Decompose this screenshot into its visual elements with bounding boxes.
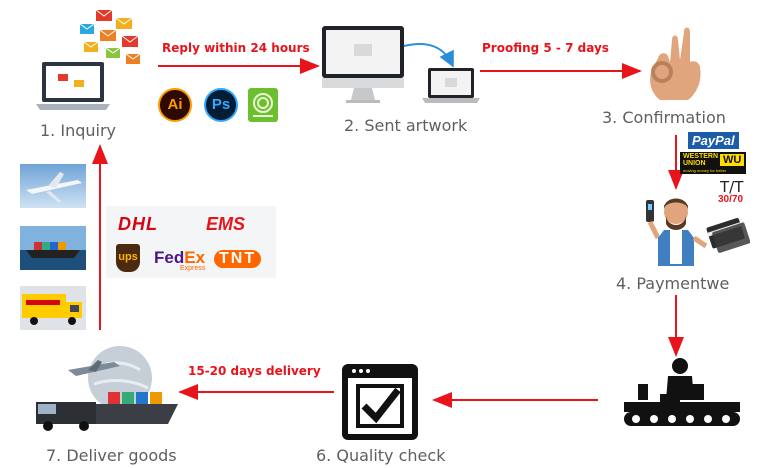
coreldraw-logo — [248, 88, 278, 122]
wu-tagline: moving money for better — [683, 168, 727, 173]
deliver-goods-icon — [36, 346, 178, 431]
step-label-confirmation: 3. Confirmation — [602, 108, 726, 127]
tt-label: T/T — [720, 178, 744, 196]
fedex-ex: Ex — [184, 248, 206, 267]
air-freight-photo — [20, 164, 86, 208]
wu-line1: WESTERN — [683, 153, 718, 160]
inquiry-illustration — [36, 4, 152, 114]
ems-logo: EMS — [206, 214, 246, 234]
wu-badge: WU — [720, 154, 745, 166]
artwork-laptop-icon — [422, 68, 480, 103]
photoshop-logo: Ps — [204, 88, 238, 122]
envelopes-icon — [79, 9, 141, 64]
tnt-logo: TNT — [214, 250, 262, 268]
sea-freight-photo — [20, 226, 86, 270]
airplane-icon — [26, 172, 82, 202]
step-label-quality-check: 6. Quality check — [316, 446, 446, 465]
step-label-sent-artwork: 2. Sent artwork — [344, 116, 468, 135]
quality-check-icon — [342, 364, 418, 440]
fedex-logo: FedEx Express — [154, 248, 205, 272]
curved-arrow-desktop-to-laptop — [403, 43, 454, 68]
edge-label-delivery: 15-20 days delivery — [188, 364, 321, 378]
paypal-logo: PayPal — [688, 132, 739, 149]
ups-logo-text: ups — [118, 251, 138, 263]
edge-label-reply: Reply within 24 hours — [162, 41, 310, 55]
container-ship-icon — [26, 242, 80, 258]
wu-line2: UNION — [683, 160, 706, 167]
production-conveyor-icon — [624, 358, 740, 426]
road-freight-photo — [20, 286, 86, 330]
ok-hand-icon — [650, 27, 701, 100]
edge-label-proofing: Proofing 5 - 7 days — [482, 41, 609, 55]
dhl-logo: DHL — [118, 214, 158, 234]
illustrator-logo-text: Ai — [167, 96, 183, 113]
payment-man-icon — [646, 198, 750, 266]
fedex-sub: Express — [180, 265, 206, 272]
step-label-inquiry: 1. Inquiry — [40, 121, 116, 140]
tt-ratio: 30/70 — [718, 194, 744, 205]
photoshop-logo-text: Ps — [211, 96, 231, 113]
step-label-payment: 4. Paymentwe — [616, 274, 730, 293]
fedex-fed: Fed — [154, 248, 185, 267]
step-label-deliver-goods: 7. Deliver goods — [46, 446, 177, 465]
coreldraw-icon — [253, 93, 273, 117]
ups-logo: ups — [116, 244, 140, 272]
laptop-icon — [36, 62, 110, 110]
illustrator-logo: Ai — [158, 88, 192, 122]
truck-icon — [22, 294, 82, 325]
western-union-logo: WESTERN UNION WU moving money for better — [680, 152, 746, 174]
desktop-monitor-icon — [322, 26, 404, 103]
